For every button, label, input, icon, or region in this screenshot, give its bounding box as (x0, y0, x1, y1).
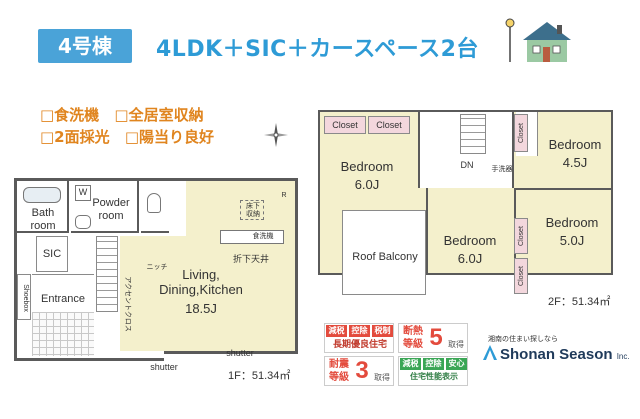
closet-a-label: Closet (332, 120, 358, 130)
bedroom1-size: 6.0J (354, 177, 380, 192)
washer-icon (75, 185, 91, 201)
floor2-area: 2F：51.34㎡ (548, 296, 611, 308)
cert-insulation: 断熱 等級 5 取得 (398, 323, 468, 353)
shoebox-label: Shoebox (22, 284, 30, 312)
feature-list: □食洗機 □全居室収納 □2面採光 □陽当り良好 (40, 104, 280, 148)
feature-storage: □全居室収納 (114, 106, 204, 124)
closet-d: Closet (514, 218, 528, 254)
cert-a2: 控除 (349, 325, 370, 337)
bedroom4-name: Bedroom (545, 215, 599, 230)
brand-logo-icon (482, 344, 498, 362)
headline: 4LDK＋SIC＋カースペース2台 (156, 37, 479, 62)
shutter-label-1: shutter (226, 348, 254, 358)
brand-name-text: Shonan Season (500, 346, 613, 363)
compass-icon (263, 122, 289, 148)
toilet-icon (147, 193, 161, 213)
cert-a3: 税制 (372, 325, 393, 337)
dishwasher-label: 食洗機 (252, 233, 274, 240)
closet-e-label: Closet (517, 266, 525, 286)
cert-c4: 取得 (374, 373, 390, 382)
cert-a4: 長期優良住宅 (332, 339, 387, 349)
cert-b1: 断熱 (403, 326, 423, 337)
ldk-size: 18.5J (185, 301, 217, 316)
closet-a: Closet (324, 116, 366, 134)
feature-dishwasher: □食洗機 (40, 106, 100, 124)
bathroom: Bath room (17, 181, 69, 233)
bedroom4-size: 5.0J (559, 233, 585, 248)
floor-plan-2f: Roof Balcony Closet Closet Bedroom 6.0J … (318, 110, 613, 295)
feature-two-side-light: □2面採光 (40, 128, 110, 146)
roof-balcony: Roof Balcony (342, 210, 426, 295)
entrance: Entrance (32, 274, 94, 310)
closet-c-label: Closet (517, 123, 525, 143)
cert-performance: 減税 控除 安心 住宅性能表示 (398, 356, 468, 386)
closet-d-label: Closet (517, 226, 525, 246)
accent-cross-label: アクセントクロス (124, 276, 132, 332)
entrance-porch (32, 312, 94, 356)
closet-e: Closet (514, 258, 528, 294)
bedroom3-size: 6.0J (457, 251, 483, 266)
cert-long-term: 減税 控除 税制 長期優良住宅 (324, 323, 394, 353)
dn-label: DN (460, 160, 474, 170)
staircase (96, 236, 118, 312)
cert-b4: 取得 (448, 340, 464, 349)
washer-label: W (78, 187, 88, 197)
shoebox: Shoebox (17, 274, 31, 320)
brand-suffix: Inc. (616, 352, 630, 361)
cert-b2: 等級 (403, 339, 423, 350)
toilet (141, 181, 169, 233)
cert-c2: 等級 (329, 372, 349, 383)
cert-a1: 減税 (326, 325, 347, 337)
entrance-label: Entrance (40, 293, 86, 305)
powder-room-label: Powder room (92, 197, 130, 222)
niche-label: ニッチ (146, 264, 168, 271)
washbasin-label: 手洗器 (491, 166, 513, 173)
underfloor-label: 床下 収納 (246, 203, 260, 219)
cert-c1: 耐震 (329, 359, 349, 370)
ceiling-label: 折下天井 (226, 254, 276, 265)
brand-name: Shonan Season Inc. (500, 346, 630, 363)
bedroom3-name: Bedroom (443, 233, 497, 248)
powder-room: W Powder room (71, 181, 139, 233)
cert-b3: 5 (429, 324, 443, 351)
feature-sunny: □陽当り良好 (124, 128, 215, 146)
cert-c3: 3 (355, 357, 369, 384)
cert-d3: 安心 (446, 358, 467, 370)
cert-d4: 住宅性能表示 (410, 372, 458, 381)
floor1-area: 1F：51.34㎡ (228, 370, 291, 382)
bedroom1-name: Bedroom (340, 159, 394, 174)
bedroom2-name: Bedroom (548, 137, 602, 152)
floor-plan-1f: Bath room W Powder room SIC Shoebox Entr… (14, 178, 298, 372)
sic-storage: SIC (36, 236, 68, 272)
cert-earthquake: 耐震 等級 3 取得 (324, 356, 394, 386)
roof-balcony-label: Roof Balcony (352, 251, 418, 263)
closet-c: Closet (514, 114, 528, 152)
cert-d2: 控除 (423, 358, 444, 370)
underfloor-storage: 床下 収納 (240, 200, 264, 220)
refrigerator-label: R (281, 192, 287, 199)
building-badge: 4号棟 (38, 29, 132, 63)
closet-b: Closet (368, 116, 410, 134)
closet-b-label: Closet (376, 120, 402, 130)
bedroom2-size: 4.5J (562, 155, 588, 170)
staircase-2f (460, 114, 486, 154)
sink-icon (75, 215, 91, 229)
cert-d1: 減税 (400, 358, 421, 370)
bathroom-label: Bath room (30, 207, 56, 232)
sic-label: SIC (42, 248, 62, 260)
house-icon (503, 14, 573, 64)
shutter-label-2: shutter (150, 362, 178, 372)
brand-tagline: 湘南の住まい探しなら (488, 336, 558, 343)
ldk-name: Living, Dining,Kitchen (159, 267, 243, 297)
kitchen-counter: 食洗機 (220, 230, 284, 244)
bathtub-icon (23, 187, 61, 203)
